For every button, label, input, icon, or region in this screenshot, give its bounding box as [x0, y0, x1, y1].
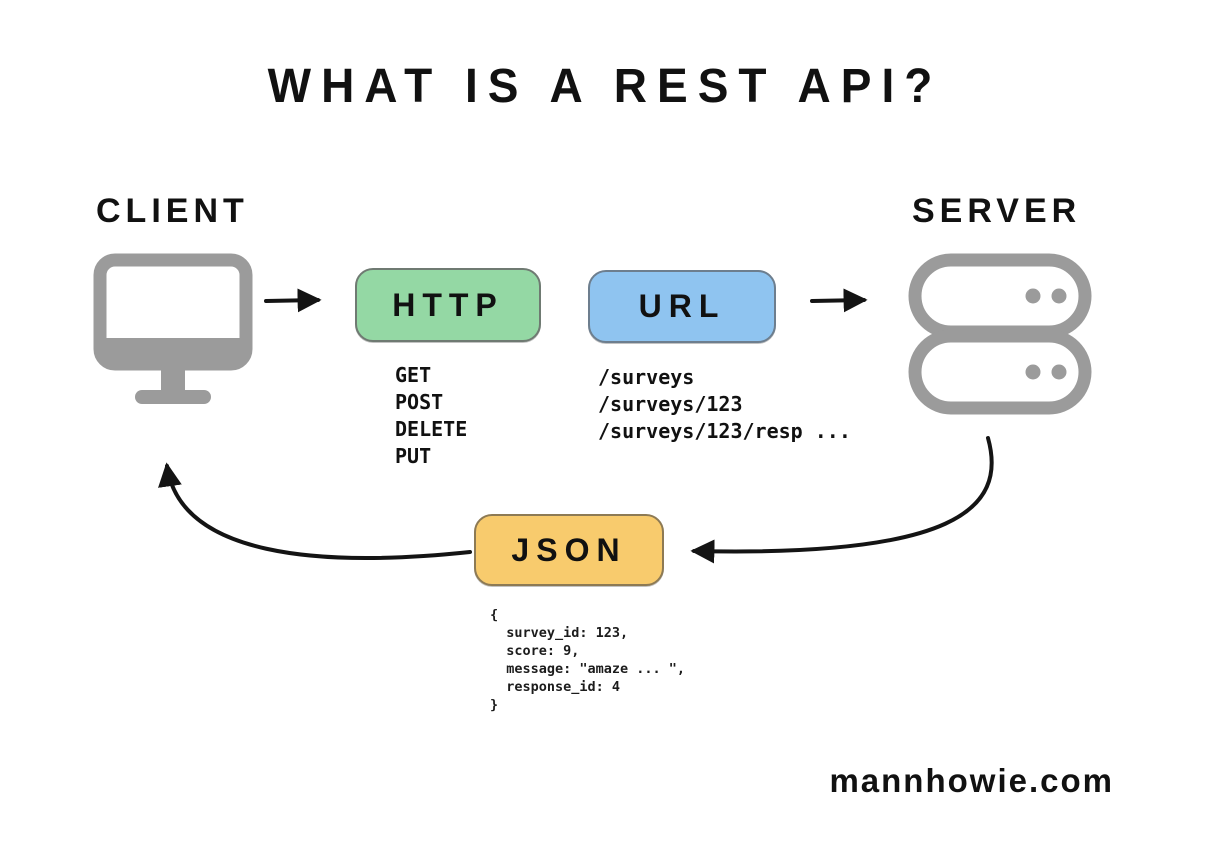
monitor-icon: [88, 250, 258, 422]
client-label: CLIENT: [96, 192, 249, 230]
code-line: response_id: 4: [490, 679, 621, 695]
http-method: GET: [395, 363, 432, 387]
http-method: PUT: [395, 444, 432, 468]
url-path: /surveys/123: [598, 392, 743, 416]
http-box: HTTP: [355, 268, 541, 342]
server-label: SERVER: [912, 192, 1082, 230]
code-line: }: [490, 697, 499, 713]
http-methods-list: GET POST DELETE PUT: [395, 362, 467, 470]
url-box: URL: [588, 270, 776, 343]
http-method: DELETE: [395, 417, 468, 441]
url-path: /surveys: [598, 365, 695, 389]
http-box-label: HTTP: [392, 286, 504, 323]
arrow-json-to-client: [158, 462, 472, 560]
watermark: mannhowie.com: [829, 762, 1114, 799]
arrow-server-to-json: [690, 436, 994, 564]
url-path: /surveys/123/resp ...: [598, 419, 851, 443]
arrow-url-to-server: [810, 288, 868, 313]
arrow-client-to-http: [264, 288, 322, 313]
page-title: WHAT IS A REST API?: [267, 57, 943, 113]
server-stack-icon: [905, 248, 1095, 420]
code-line: {: [490, 607, 499, 623]
http-method: POST: [395, 390, 444, 414]
code-line: score: 9,: [490, 643, 580, 659]
code-line: survey_id: 123,: [490, 625, 629, 641]
json-box: JSON: [474, 514, 664, 586]
json-box-label: JSON: [511, 531, 627, 568]
json-code-block: { survey_id: 123, score: 9, message: "am…: [490, 606, 685, 714]
url-paths-list: /surveys /surveys/123 /surveys/123/resp …: [598, 364, 851, 445]
url-box-label: URL: [638, 288, 726, 324]
code-line: message: "amaze ... ",: [490, 661, 686, 677]
